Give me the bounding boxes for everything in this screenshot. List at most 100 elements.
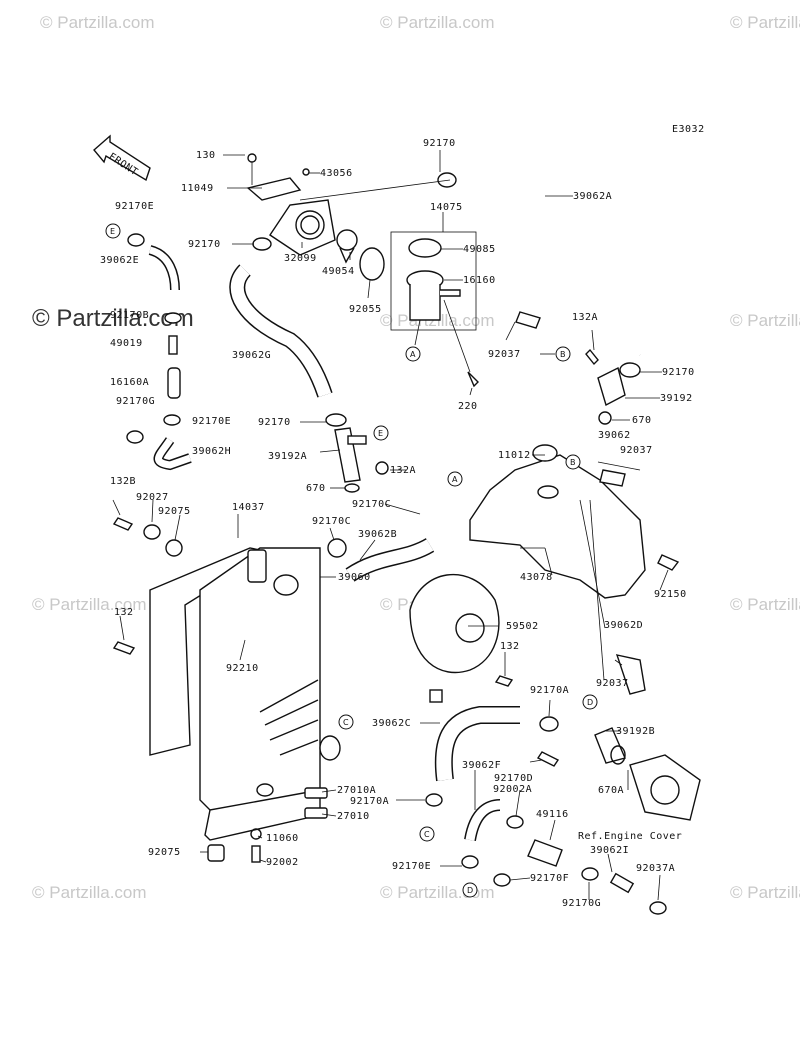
part-label: 11060 bbox=[266, 833, 299, 844]
part-label: 16160A bbox=[110, 377, 149, 388]
part-label: 49116 bbox=[536, 809, 569, 820]
part-label: 39062H bbox=[192, 446, 231, 457]
callout-e: E bbox=[105, 223, 121, 239]
svg-text:A: A bbox=[452, 475, 458, 484]
part-label: 92002 bbox=[266, 857, 299, 868]
svg-text:A: A bbox=[410, 350, 416, 359]
part-label: 92037A bbox=[636, 863, 675, 874]
front-label: FRONT bbox=[106, 151, 139, 178]
callout-a: A bbox=[447, 471, 463, 487]
part-drawings bbox=[112, 153, 701, 915]
part-label: 92210 bbox=[226, 663, 259, 674]
part-label: 39062I bbox=[590, 845, 629, 856]
callout-d: D bbox=[582, 694, 598, 710]
callout-e: E bbox=[373, 425, 389, 441]
part-label: 49054 bbox=[322, 266, 355, 277]
watermark: © Partzilla.com bbox=[32, 595, 147, 614]
svg-text:C: C bbox=[343, 718, 349, 727]
svg-text:E: E bbox=[378, 429, 383, 438]
part-label: 39062C bbox=[372, 718, 411, 729]
callout-b: B bbox=[565, 454, 581, 470]
part-label: 220 bbox=[458, 401, 478, 412]
part-label: 39062B bbox=[358, 529, 397, 540]
part-label: 92170E bbox=[192, 416, 231, 427]
part-labels: 130 11049 43056 92170 39062A 14075 49085… bbox=[100, 138, 695, 909]
part-label: 39192A bbox=[268, 451, 307, 462]
callout-c: C bbox=[338, 714, 354, 730]
callout-c: C bbox=[419, 826, 435, 842]
part-label: 92170 bbox=[188, 239, 221, 250]
part-label: 14037 bbox=[232, 502, 265, 513]
part-label: 92170 bbox=[423, 138, 456, 149]
part-label: 132B bbox=[110, 476, 136, 487]
part-label: 27010 bbox=[337, 811, 370, 822]
part-label: 92170E bbox=[115, 201, 154, 212]
callout-d: D bbox=[462, 882, 478, 898]
part-label: 39060 bbox=[338, 572, 371, 583]
part-label: 92170E bbox=[392, 861, 431, 872]
part-label: 670 bbox=[632, 415, 652, 426]
part-label: 92170G bbox=[116, 396, 155, 407]
part-label: 92075 bbox=[148, 847, 181, 858]
ref-engine-cover-note: Ref.Engine Cover bbox=[578, 831, 682, 842]
callout-b: B bbox=[555, 346, 571, 362]
watermark: © Partzilla.com bbox=[730, 311, 800, 330]
svg-text:B: B bbox=[570, 458, 576, 467]
front-arrow-icon: FRONT bbox=[93, 134, 151, 182]
part-label: 43078 bbox=[520, 572, 553, 583]
part-label: 49019 bbox=[110, 338, 143, 349]
watermark: © Partzilla.com bbox=[730, 883, 800, 902]
part-label: 39192 bbox=[660, 393, 693, 404]
part-label: 92170C bbox=[312, 516, 351, 527]
part-label: 132 bbox=[114, 607, 134, 618]
part-label: 670 bbox=[306, 483, 326, 494]
part-label: 39062A bbox=[573, 191, 612, 202]
svg-text:B: B bbox=[560, 350, 566, 359]
watermark: © Partzilla.com bbox=[730, 13, 800, 32]
part-label: 92170A bbox=[350, 796, 389, 807]
part-label: 670A bbox=[598, 785, 624, 796]
part-label: 92002A bbox=[493, 784, 532, 795]
part-label: 132 bbox=[500, 641, 520, 652]
part-label: 92170B bbox=[110, 310, 149, 321]
part-label: 32099 bbox=[284, 253, 317, 264]
part-label: 92170D bbox=[494, 773, 533, 784]
part-label: 92150 bbox=[654, 589, 687, 600]
part-label: 14075 bbox=[430, 202, 463, 213]
part-label: 11012 bbox=[498, 450, 531, 461]
watermark: © Partzilla.com bbox=[380, 883, 495, 902]
part-label: 92170F bbox=[530, 873, 569, 884]
part-label: 39062G bbox=[232, 350, 271, 361]
part-label: 39062F bbox=[462, 760, 501, 771]
part-label: 92037 bbox=[596, 678, 629, 689]
part-label: 92037 bbox=[620, 445, 653, 456]
part-label: 59502 bbox=[506, 621, 539, 632]
watermark: © Partzilla.com bbox=[380, 13, 495, 32]
part-label: 132A bbox=[572, 312, 598, 323]
callout-circles: E A B E B A C D C D bbox=[105, 223, 598, 898]
part-label: 39062E bbox=[100, 255, 139, 266]
part-label: 16160 bbox=[463, 275, 496, 286]
part-label: 92170 bbox=[662, 367, 695, 378]
part-label: 43056 bbox=[320, 168, 353, 179]
part-label: 92170G bbox=[562, 898, 601, 909]
part-label: 92027 bbox=[136, 492, 169, 503]
leader-lines bbox=[112, 150, 669, 901]
callout-a: A bbox=[405, 346, 421, 362]
watermark: © Partzilla.com bbox=[730, 595, 800, 614]
part-label: 92075 bbox=[158, 506, 191, 517]
svg-text:E: E bbox=[110, 227, 115, 236]
part-label: 27010A bbox=[337, 785, 376, 796]
diagram-code: E3032 bbox=[672, 124, 705, 135]
part-label: 39062 bbox=[598, 430, 631, 441]
part-label: 92037 bbox=[488, 349, 521, 360]
part-label: 39062D bbox=[604, 620, 643, 631]
svg-text:D: D bbox=[587, 698, 593, 707]
part-label: 92170 bbox=[258, 417, 291, 428]
part-label: 92055 bbox=[349, 304, 382, 315]
part-label: 92170C bbox=[352, 499, 391, 510]
part-label: 11049 bbox=[181, 183, 214, 194]
watermark: © Partzilla.com bbox=[40, 13, 155, 32]
part-label: 49085 bbox=[463, 244, 496, 255]
